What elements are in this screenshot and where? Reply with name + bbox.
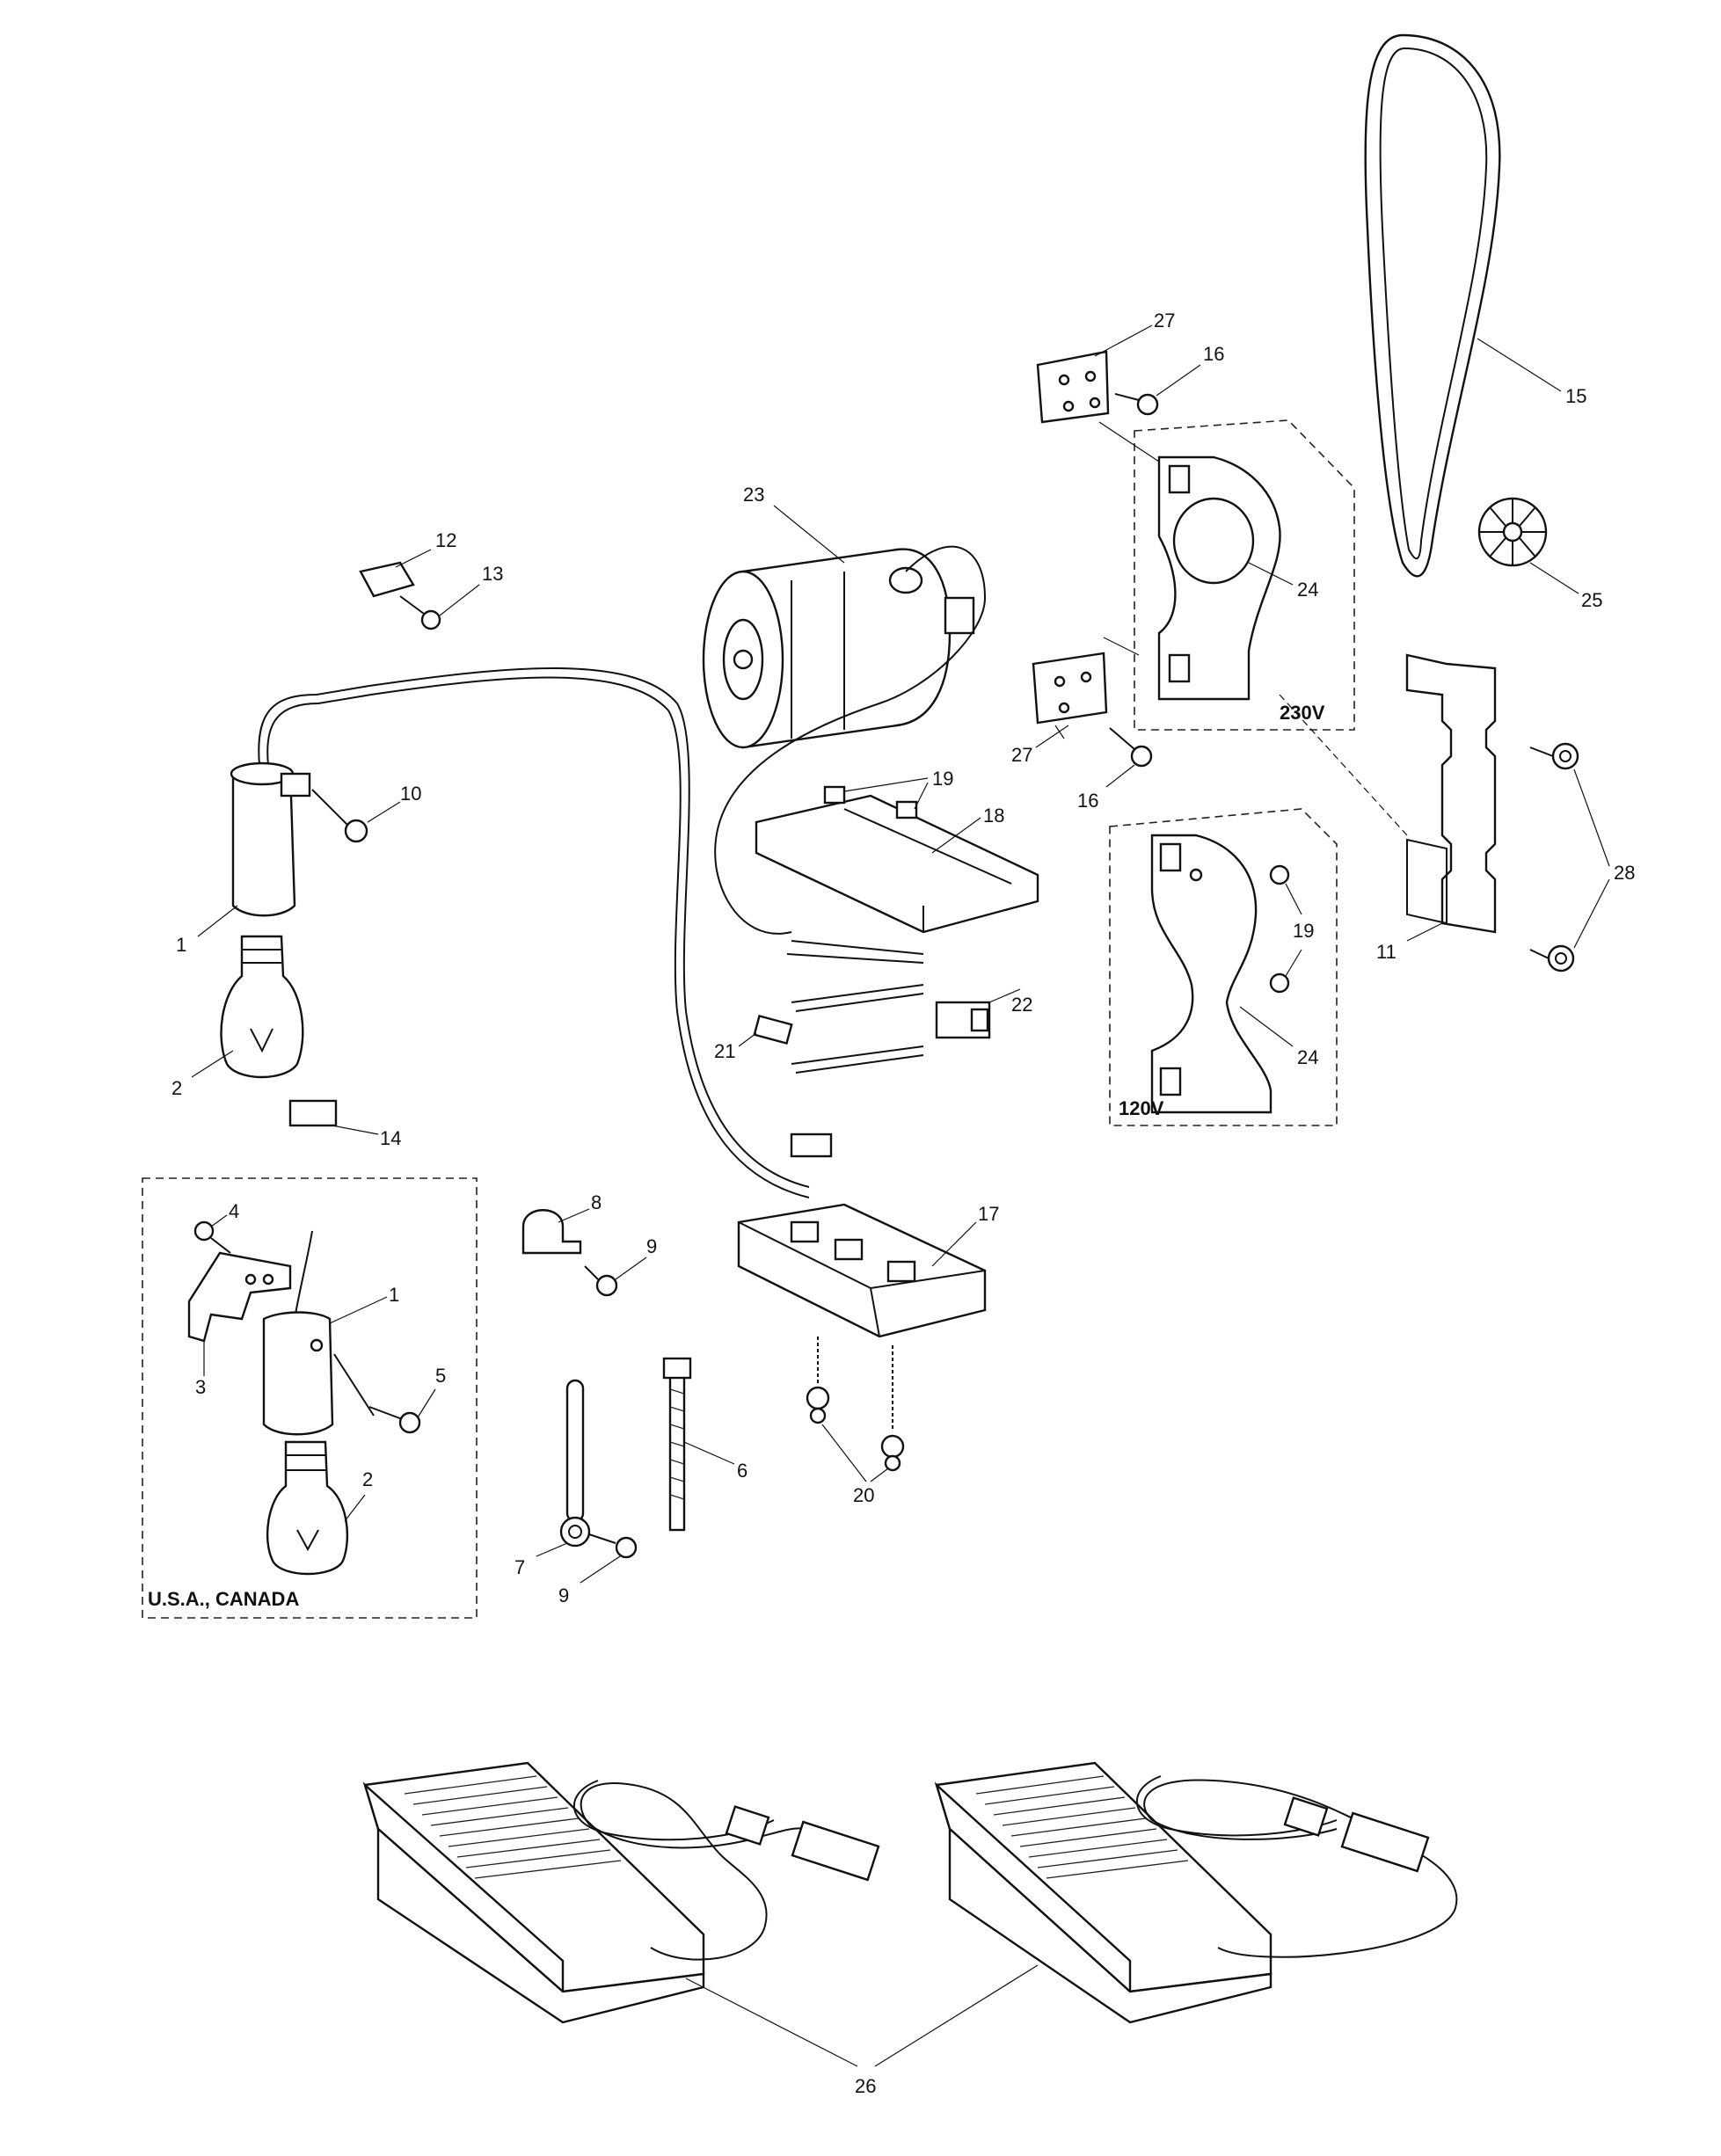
callout-13: 13: [482, 563, 503, 585]
callout-1-usa: 1: [389, 1284, 399, 1306]
callout-15: 15: [1565, 385, 1586, 407]
region-label-120v: 120V: [1119, 1097, 1164, 1119]
callout-19-120v: 19: [1293, 920, 1314, 942]
callout-5: 5: [435, 1365, 446, 1387]
cord-clamp: [521, 1209, 582, 1255]
screw-5: [333, 1353, 421, 1434]
screw-20-left: [806, 1337, 830, 1424]
motor-fan: [1477, 497, 1548, 567]
callout-24-230v: 24: [1297, 579, 1318, 601]
callout-6: 6: [737, 1460, 747, 1482]
motor: [702, 548, 975, 749]
screw-16-top: [1114, 393, 1159, 416]
callout-26: 26: [855, 2075, 876, 2097]
callout-27-lower: 27: [1011, 744, 1032, 766]
motor-mount-plate-top: [1036, 350, 1110, 424]
callout-7: 7: [514, 1556, 525, 1578]
region-label-usa-canada: U.S.A., CANADA: [148, 1588, 299, 1610]
callout-14: 14: [380, 1127, 401, 1149]
callout-25: 25: [1581, 589, 1602, 611]
callout-3: 3: [195, 1376, 206, 1398]
callout-1-upper: 1: [176, 934, 186, 956]
foot-controller-left: [362, 1761, 705, 2024]
callout-24-120v: 24: [1297, 1046, 1318, 1068]
callout-23: 23: [743, 484, 764, 506]
lamp-socket-1-usa: [262, 1230, 334, 1436]
controller-housing: [737, 1203, 987, 1338]
screw-28-top: [1529, 742, 1579, 770]
screw-13: [399, 595, 441, 630]
callout-22: 22: [1011, 994, 1032, 1016]
callout-20: 20: [853, 1484, 874, 1506]
terminal-leads: [786, 940, 924, 1074]
wire-connector: [935, 1001, 991, 1039]
callout-19-plate: 19: [932, 768, 953, 790]
foot-controller-right: [934, 1761, 1273, 2024]
screw-4: [193, 1220, 231, 1254]
callout-16-top: 16: [1203, 343, 1224, 365]
callout-27-top: 27: [1154, 310, 1175, 331]
callout-4: 4: [229, 1200, 239, 1222]
power-cord-right: [1136, 1775, 1458, 1958]
callout-18: 18: [983, 805, 1004, 827]
callout-17: 17: [978, 1203, 999, 1225]
nut-19-120v: [1269, 864, 1290, 994]
motor-support-bracket: [1405, 653, 1497, 934]
callout-12: 12: [435, 529, 456, 551]
label-sticker-14: [288, 1099, 338, 1127]
cable-tie-strap: [662, 1357, 692, 1532]
drive-belt: [1364, 33, 1501, 578]
power-cord-left: [573, 1780, 880, 1961]
screw-20-right: [880, 1345, 905, 1472]
nut-19-plate: [823, 785, 918, 819]
bushing: [753, 1014, 793, 1045]
callout-9-lower: 9: [558, 1584, 569, 1606]
motor-mount-plate-lower: [1032, 652, 1108, 725]
callout-21: 21: [714, 1040, 735, 1062]
lamp-bracket-12: [359, 561, 415, 598]
callout-9-upper: 9: [646, 1235, 657, 1257]
motor-bracket-230v: [1157, 455, 1281, 701]
screw-10: [311, 789, 368, 843]
lamp-bracket-3: [187, 1251, 292, 1343]
noise-filter: [790, 1133, 833, 1158]
controller-plate: [755, 794, 1039, 934]
callout-11: 11: [1376, 941, 1396, 963]
callout-2-usa: 2: [362, 1468, 373, 1490]
callout-28: 28: [1614, 862, 1635, 884]
lamp-socket-1: [230, 761, 311, 917]
lamp-bulb-upper: [220, 935, 304, 1079]
screw-9-lower: [588, 1533, 638, 1559]
region-label-230v: 230V: [1280, 702, 1325, 724]
callout-16-lower: 16: [1077, 790, 1098, 812]
callout-10: 10: [400, 783, 421, 805]
lamp-bulb-usa: [266, 1440, 349, 1576]
screw-9-upper: [584, 1265, 618, 1297]
callout-8: 8: [591, 1191, 602, 1213]
screw-28-bottom: [1529, 944, 1575, 972]
callout-2-upper: 2: [171, 1077, 182, 1099]
motor-bracket-120v: [1150, 834, 1273, 1114]
cable-tie-holder: [559, 1379, 591, 1548]
screw-16-lower: [1109, 727, 1153, 768]
